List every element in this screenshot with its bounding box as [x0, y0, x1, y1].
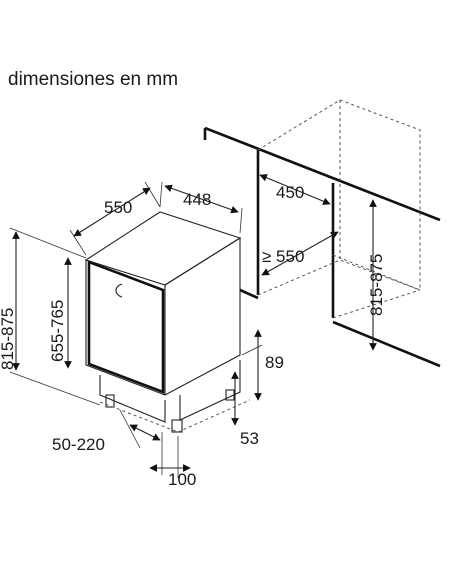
label-niche-depth: ≥ 550 — [262, 247, 304, 266]
plinth-right — [179, 360, 241, 421]
label-niche-width: 450 — [276, 183, 304, 202]
label-plinth-height: 89 — [265, 353, 284, 372]
label-height: 815-875 — [0, 308, 17, 370]
label-plinth-recess: 53 — [240, 429, 259, 448]
range-dim-line — [129, 424, 161, 441]
width-ext-left — [69, 229, 87, 256]
label-foot-depth: 100 — [168, 470, 196, 489]
foot-front — [171, 419, 183, 433]
dishwasher-body — [84, 211, 251, 433]
width-ext-right — [144, 181, 161, 208]
niche-mid-line — [332, 254, 421, 291]
niche-depth-dim-line — [261, 231, 339, 276]
door-panel — [87, 260, 165, 394]
niche-floor-back — [257, 259, 421, 296]
label-niche-height: 815-875 — [367, 254, 386, 316]
floor-ref-front — [99, 401, 179, 433]
dimension-labels: 550 448 450 ≥ 550 815-875 815-875 655-76… — [0, 183, 386, 489]
height-ext-bottom — [9, 371, 101, 406]
niche-left-wall-base — [239, 288, 259, 300]
foot-left — [105, 394, 115, 408]
dimension-lines — [9, 174, 377, 478]
appliance-front — [85, 260, 166, 396]
countertop-edge — [204, 126, 441, 222]
label-width: 550 — [104, 198, 132, 217]
niche-width-dim-line — [259, 174, 331, 205]
plinth-ext-top — [241, 344, 263, 356]
label-depth: 448 — [183, 190, 211, 209]
label-plinth-range: 50-220 — [52, 435, 105, 454]
depth-ext-right — [239, 207, 243, 234]
door-handle — [115, 283, 123, 298]
floor-ref-side — [177, 399, 251, 433]
niche-floor — [332, 320, 441, 368]
depth-dim-line — [164, 184, 239, 214]
diagram-title: dimensiones en mm — [8, 69, 179, 90]
appliance-top — [84, 211, 242, 286]
appliance-side — [164, 237, 241, 396]
height-ext-top — [9, 227, 87, 259]
width-dim-line — [73, 187, 151, 237]
plinth-left — [99, 375, 166, 423]
niche-back-top — [257, 99, 421, 290]
label-door-height: 655-765 — [48, 300, 67, 362]
depth-ext-left — [159, 181, 163, 208]
